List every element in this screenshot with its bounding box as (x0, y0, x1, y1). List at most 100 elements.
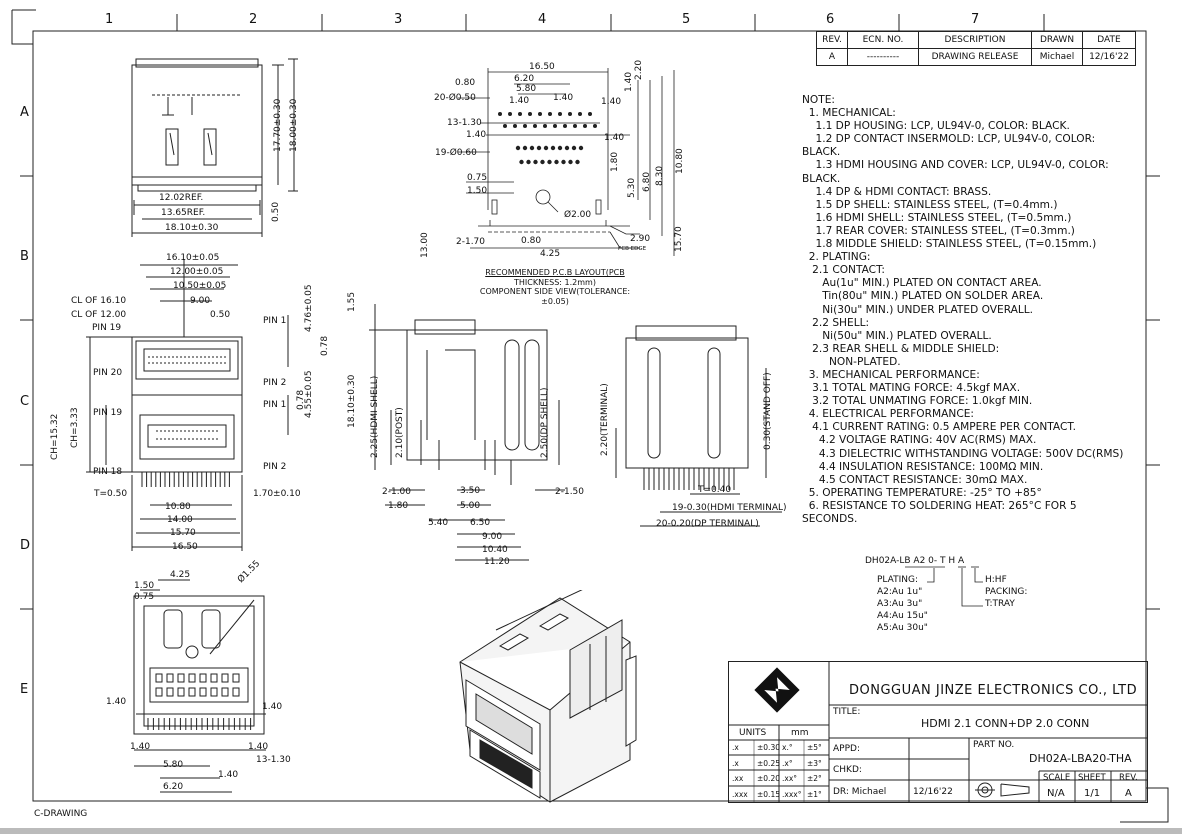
dim-label: 9.00 (482, 532, 503, 542)
dim-label: 19-Ø0.60 (435, 148, 477, 158)
dim-label: 1.50 (134, 581, 155, 591)
dim-label: 6.20 (163, 782, 184, 792)
dim-label: 13.65REF. (161, 208, 206, 218)
dim-label: 3.50 (460, 486, 481, 496)
pcb-hole (563, 124, 567, 128)
dim-label: 10.80 (165, 502, 191, 512)
dim-label: 1.40 (262, 702, 283, 712)
note-line: 1.6 HDMI SHELL: STAINLESS STEEL, (T=0.5m… (802, 211, 1072, 224)
dim-label: 17.70±0.30 (273, 98, 283, 152)
pcb-hole (508, 112, 512, 116)
pad (177, 673, 185, 683)
pcb-hole (573, 124, 577, 128)
part-code-leaders (905, 566, 983, 607)
dim-label: 1.55 (347, 291, 357, 312)
tolerance-cell: ±0.25 (757, 758, 780, 768)
tolerance-cell: ±5° (807, 743, 822, 752)
col-number: 5 (682, 12, 691, 27)
dim-label: 0.30(STAND OFF) (763, 372, 773, 450)
dim-label: CH=3.33 (70, 407, 80, 448)
chkd-label: CHKD: (833, 765, 862, 775)
dim-label: 1.40 (130, 742, 151, 752)
dim-label: 13.00 (420, 232, 430, 258)
rev-value: A (1125, 788, 1132, 799)
dim-label: T=0.50 (94, 489, 128, 499)
scale-label: SCALE (1043, 773, 1071, 783)
pcb-caption-line: COMPONENT SIDE VIEW(TOLERANCE: (479, 287, 631, 296)
pad (166, 687, 174, 697)
dim-label: 20-Ø0.50 (434, 93, 476, 103)
tolerance-cell: ±2° (807, 774, 822, 783)
pcb-hole (548, 112, 552, 116)
col-number: 6 (826, 12, 835, 27)
col-number: 4 (538, 12, 547, 27)
rev-header: REV. (816, 31, 848, 49)
tolerance-cell: .xx (732, 774, 744, 783)
note-line: 2.2 SHELL: (802, 316, 870, 329)
dim-label: 4.55±0.05 (304, 370, 314, 418)
revision-table: REV. ECN. NO. DESCRIPTION DRAWN DATE A -… (816, 31, 1136, 66)
packing-label: PACKING: (985, 587, 1028, 597)
dim-label: 10.40 (482, 545, 508, 555)
sheet-value: 1/1 (1084, 788, 1101, 799)
note-line: 5. OPERATING TEMPERATURE: -25° TO +85° (802, 486, 1042, 499)
tolerance-cell: ±1° (807, 789, 822, 799)
note-line: 3.1 TOTAL MATING FORCE: 4.5kgf MAX. (802, 382, 1021, 395)
dim-label: 18.00±0.30 (289, 98, 299, 152)
row-letter: D (20, 538, 31, 553)
col-number: 3 (394, 12, 403, 27)
date-value: 12/16'22 (1082, 48, 1136, 66)
dim-label: 2.50(DP SHELL) (540, 387, 550, 458)
pcb-hole (568, 159, 573, 165)
pcb-hole (515, 145, 521, 151)
dim-label: 5.30 (627, 177, 637, 198)
dim-label: PIN 1 (263, 400, 287, 410)
dim-label: 6.80 (642, 171, 652, 192)
note-line: NON-PLATED. (802, 355, 901, 368)
pcb-hole (571, 145, 577, 151)
dim-label: 14.00 (167, 515, 193, 525)
dim-label: T=0.40 (698, 485, 732, 495)
dim-label: PIN 20 (93, 368, 123, 378)
dim-label: PIN 19 (93, 408, 123, 418)
dim-label: 4.76±0.05 (304, 284, 314, 332)
row-letter: C (20, 394, 30, 409)
pad (155, 687, 163, 697)
tolerance-cell: .xxx (732, 789, 748, 799)
dim-label: 1.40 (601, 97, 622, 107)
dim-label: 1.40 (248, 742, 269, 752)
dim-label: 4.25 (540, 249, 561, 259)
note-line: 1.1 DP HOUSING: LCP, UL94V-0, COLOR: BLA… (802, 120, 1070, 133)
pcb-hole (578, 145, 584, 151)
note-line: 6. RESISTANCE TO SOLDERING HEAT: 265°C F… (802, 499, 1077, 512)
dim-label: 9.00 (190, 296, 211, 306)
dim-label: 0.80 (521, 236, 542, 246)
pcb-hole (554, 159, 559, 165)
dim-label: 0.80 (455, 78, 476, 88)
pad (177, 687, 185, 697)
rear-view-drawing (615, 325, 782, 527)
dim-label: 2.90 (630, 234, 651, 244)
note-line: 1.3 HDMI HOUSING AND COVER: LCP, UL94V-0… (802, 159, 1109, 172)
title-block-grid (729, 662, 1147, 802)
note-line: 4.1 CURRENT RATING: 0.5 AMPERE PER CONTA… (802, 421, 1076, 434)
dim-label: 13-1.30 (447, 118, 482, 128)
pcb-hole (583, 124, 587, 128)
tolerance-cell: ±0.30 (757, 743, 780, 752)
pcb-hole (538, 112, 542, 116)
note-line: 4.2 VOLTAGE RATING: 40V AC(RMS) MAX. (802, 434, 1037, 447)
plating-label: PLATING: (877, 575, 918, 585)
pad (210, 687, 218, 697)
pcb-hole (519, 159, 524, 165)
bottom-view-pads (147, 673, 252, 730)
tolerance-cell: ±0.15 (757, 789, 780, 799)
pcb-hole (561, 159, 566, 165)
units-label: UNITS (739, 728, 767, 738)
dim-label: 15.70 (170, 528, 196, 538)
dim-label: 0.50 (271, 201, 281, 222)
col-number: 2 (249, 12, 258, 27)
dim-label: 1.80 (610, 151, 620, 172)
note-line: 4.5 CONTACT RESISTANCE: 30mΩ MAX. (802, 473, 1028, 486)
dim-label: 16.10±0.05 (166, 253, 220, 263)
note-line: 1.7 REAR COVER: STAINLESS STEEL, (T=0.3m… (802, 224, 1075, 237)
